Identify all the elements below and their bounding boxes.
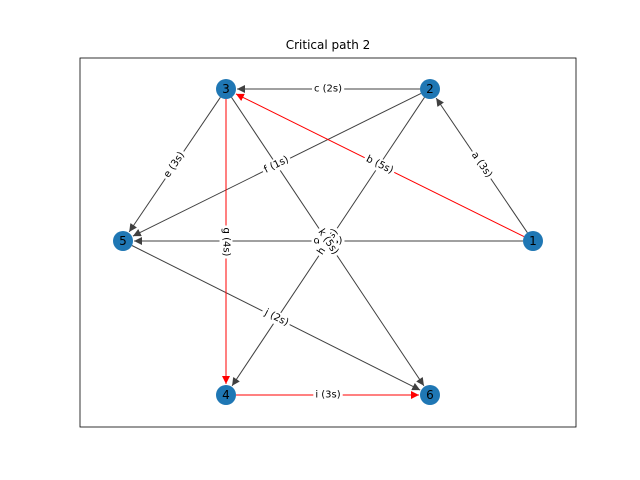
node-5: 5 <box>113 231 133 251</box>
edge-3-5-label-box <box>159 147 190 183</box>
edge-4-6-label: i (3s) <box>315 390 340 401</box>
edge-3-4-label: g (4s) <box>221 228 232 257</box>
node-1-label: 1 <box>529 234 537 248</box>
edge-2-3-label-box <box>312 82 345 96</box>
axes-frame <box>79 57 577 428</box>
node-3: 3 <box>216 79 236 99</box>
node-5-label: 5 <box>119 234 127 248</box>
node-3-label: 3 <box>222 82 230 96</box>
edge-4-6-label-group: i (3s) <box>313 388 343 402</box>
node-4-label: 4 <box>222 388 230 402</box>
node-6: 6 <box>420 385 440 405</box>
node-1-circle <box>523 231 543 251</box>
edge-2-3-label: c (2s) <box>314 84 342 95</box>
edge-4-6-label-box <box>313 388 343 402</box>
node-2-label: 2 <box>426 82 434 96</box>
edge-3-4-label-group: g (4s) <box>219 225 233 259</box>
node-5-circle <box>113 231 133 251</box>
node-1: 1 <box>523 231 543 251</box>
edge-1-2-label-box <box>466 147 497 183</box>
edge-2-5-label-box <box>260 152 294 178</box>
node-2: 2 <box>420 79 440 99</box>
node-4-circle <box>216 385 236 405</box>
node-4: 4 <box>216 385 236 405</box>
node-6-label: 6 <box>426 388 434 402</box>
edge-1-3-label-box <box>361 151 398 179</box>
node-2-circle <box>420 79 440 99</box>
node-6-circle <box>420 385 440 405</box>
diagram-title: Critical path 2 <box>286 38 371 52</box>
edge-2-3-label-group: c (2s) <box>312 82 345 96</box>
edge-3-4-label-box <box>219 225 233 259</box>
edge-5-6-label-box <box>259 305 293 331</box>
edge-3-6-label-box <box>313 224 343 260</box>
node-3-circle <box>216 79 236 99</box>
nodes-layer: 1 2 3 4 5 6 <box>113 79 543 405</box>
